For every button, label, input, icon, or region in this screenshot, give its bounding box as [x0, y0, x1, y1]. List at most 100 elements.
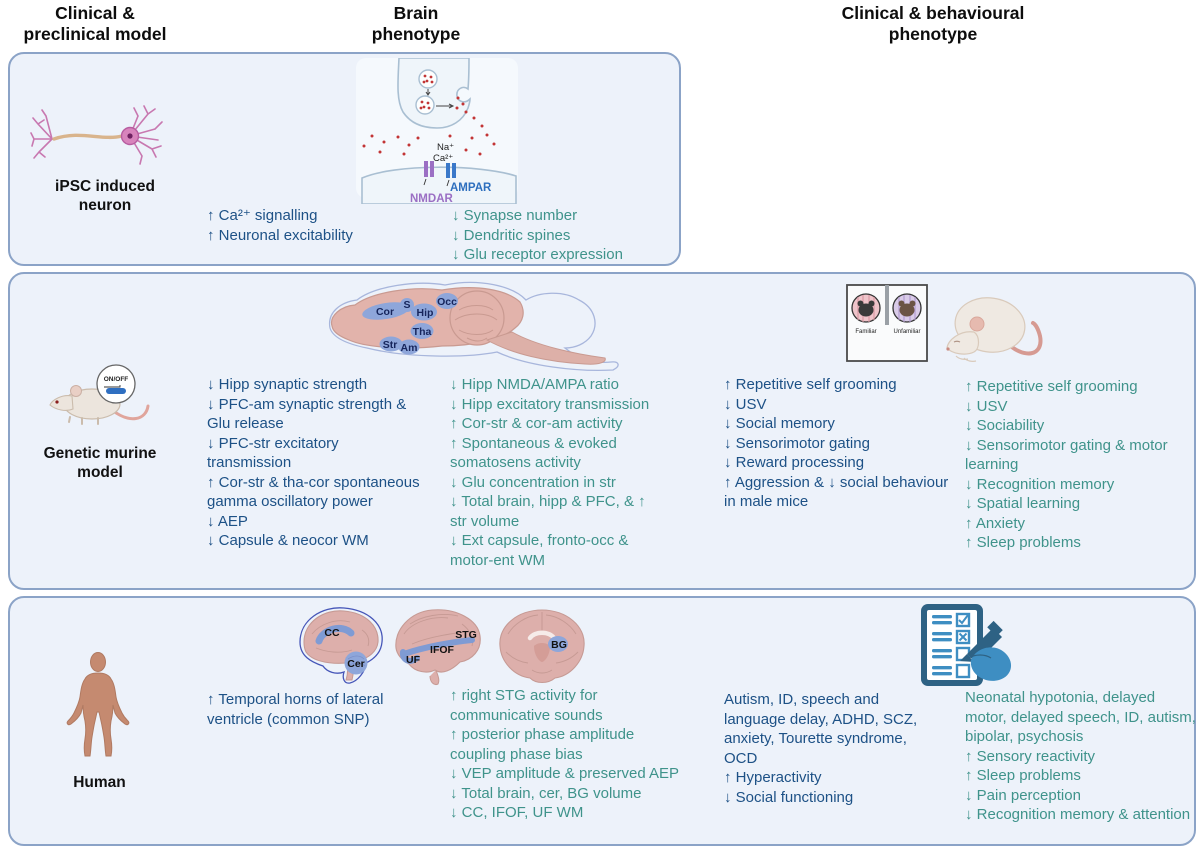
ampar-channel — [446, 163, 456, 187]
phenotype-item: ↓ Sensorimotor gating & motor learning — [965, 436, 1168, 474]
murine-brain-phenotypes-teal: ↓ Hipp NMDA/AMPA ratio↓ Hipp excitatory … — [450, 375, 662, 570]
svg-text:Am: Am — [401, 342, 418, 354]
sagittal-brain: CC Cer — [299, 607, 383, 684]
cc-label: CC — [324, 627, 340, 639]
brainstem — [485, 331, 606, 365]
phenotype-item: ↓ Recognition memory — [965, 475, 1115, 493]
coronal-brain: BG — [499, 609, 585, 684]
phenotype-item: ↓ Sociability — [965, 417, 1045, 434]
neurotransmitter-dots — [362, 96, 496, 156]
murine-behav-phenotypes-teal: ↑ Repetitive self grooming ↓ USV ↓ Sociabi… — [965, 377, 1170, 553]
on-off-label: ON/OFF — [104, 376, 129, 383]
svg-text:S: S — [403, 299, 410, 311]
model-label-ipsc: iPSC induced neuron — [55, 178, 155, 214]
phenotype-item: ↓ CC, IFOF, UF WM — [450, 804, 584, 821]
checkbox-empty — [955, 663, 971, 679]
phenotype-item: ↓ Capsule & neocor WM — [207, 532, 369, 549]
neuron-illustration — [30, 105, 163, 165]
phenotype-item: Neonatal hypotonia, delayed motor, delay… — [965, 689, 1196, 745]
social-memory-cage-illustration: Familiar Unfamiliar — [846, 284, 928, 362]
mouse-eye — [953, 340, 961, 343]
stg-label: STG — [455, 629, 477, 641]
phenotype-item: ↑ Anxiety — [965, 514, 1026, 532]
phenotype-item: ↑ Spontaneous & evoked somatosens activi… — [450, 434, 617, 472]
header-brain-phenotype: Brain phenotype — [371, 3, 461, 44]
phenotype-item: ↓ Recognition memory & attention — [965, 806, 1191, 823]
phenotype-item: ↑ Sensory reactivity — [965, 747, 1096, 765]
phenotype-item: ↑ Repetitive self grooming — [724, 376, 897, 393]
panel-human: CC Cer UF IFOF STG — [8, 596, 1196, 846]
clinical-checklist-illustration — [921, 604, 1012, 686]
phenotype-item: ↑ Sleep problems — [965, 534, 1081, 551]
phenotype-item: ↑ posterior phase amplitude coupling pha… — [450, 726, 635, 763]
mouse-eye — [55, 400, 59, 404]
phenotype-item: ↑ Cor-str & cor-am activity — [450, 415, 623, 432]
phenotype-item: ↓ USV — [965, 397, 1008, 415]
unfamiliar-cage: Unfamiliar — [892, 293, 922, 335]
phenotype-item: ↓ Pain perception — [965, 786, 1081, 804]
phenotype-item: ↓ Glu receptor expression — [452, 246, 623, 263]
phenotype-item: ↓ Reward processing — [724, 454, 865, 471]
grooming-mouse-illustration — [946, 297, 1043, 362]
mouse-ear — [969, 316, 985, 332]
murine-behav-phenotypes-blue: ↑ Repetitive self grooming↓ USV↓ Social … — [724, 375, 949, 512]
ca-label: Ca²⁺ — [433, 153, 453, 164]
phenotype-item: ↓ Social memory — [724, 415, 835, 432]
nucleus — [127, 133, 133, 139]
phenotype-item: ↑ Cor-str & tha-cor spontaneous gamma os… — [207, 473, 420, 511]
murine-brain-phenotypes-blue: ↓ Hipp synaptic strength↓ PFC-am synapti… — [207, 375, 425, 551]
mouse-head — [946, 331, 980, 355]
phenotype-item: ↓ Total brain, cer, BG volume — [450, 784, 642, 802]
human-brain-phenotypes-blue: ↑ Temporal horns of lateral ventricle (c… — [207, 690, 432, 729]
mouse-tail — [1004, 321, 1043, 356]
phenotype-item: ↓ Hipp NMDA/AMPA ratio — [450, 376, 619, 393]
phenotype-item: ↓ Spatial learning — [965, 495, 1081, 512]
ampar-label: AMPAR — [450, 182, 492, 194]
human-silhouette — [66, 652, 130, 757]
phenotype-item: ↑ Repetitive self grooming — [965, 378, 1138, 395]
mouse-nose — [946, 347, 950, 351]
mouse-paws — [955, 355, 977, 362]
header-clinical-behavioural-phenotype: Clinical & behavioural phenotype — [841, 3, 1025, 44]
panel-ipsc-neuron: iPSC induced neuron — [8, 52, 681, 266]
phenotype-item: ↑ right STG activity for communicative s… — [450, 687, 603, 724]
nmdar-label: NMDAR — [410, 193, 453, 204]
ventricles — [527, 630, 557, 641]
lateral-brain: UF IFOF STG — [395, 609, 481, 685]
model-label-human: Human — [73, 774, 126, 791]
nmdar-channel — [423, 161, 434, 186]
mouse-ear — [70, 385, 82, 397]
midbrain — [534, 643, 550, 662]
svg-text:Tha: Tha — [413, 326, 432, 338]
ifof-label: IFOF — [430, 644, 454, 656]
phenotype-item: ↓ Synapse number — [452, 207, 578, 224]
phenotype-item: ↓ Sensorimotor gating — [724, 434, 870, 452]
uf-tract — [399, 649, 420, 664]
phenotype-item: ↓ Glu concentration in str — [450, 473, 616, 491]
brain-regions-highlight — [362, 293, 458, 355]
cc-tract — [315, 624, 355, 645]
brain-region-labels: Cor S Hip Occ Tha Str Am — [376, 296, 457, 354]
human-behav-phenotypes-teal: Neonatal hypotonia, delayed motor, delay… — [965, 688, 1197, 825]
synaptic-vesicles — [415, 69, 455, 115]
ipsc-brain-phenotypes-blue: ↑ Ca²⁺ signalling↑ Neuronal excitability — [207, 206, 427, 245]
unfamiliar-label: Unfamiliar — [893, 329, 920, 335]
svg-text:Str: Str — [383, 339, 398, 351]
cross-mark — [958, 632, 968, 642]
header-clinical-preclinical-model: Clinical & preclinical model — [23, 3, 167, 44]
uf-label: UF — [406, 654, 421, 666]
phenotype-item: ↓ Hipp synaptic strength — [207, 376, 368, 393]
phenotype-item: ↓ PFC-str excitatory transmission — [207, 434, 339, 472]
on-off-switch-badge: ON/OFF — [96, 364, 136, 404]
human-brain-phenotypes-teal: ↑ right STG activity for communicative s… — [450, 686, 685, 823]
ifof-tract — [401, 637, 475, 657]
svg-text:Hip: Hip — [417, 307, 434, 319]
svg-text:Occ: Occ — [437, 296, 457, 308]
phenotype-item: ↓ VEP amplitude & preserved AEP — [450, 765, 680, 782]
model-label-murine: Genetic murine model — [43, 445, 157, 481]
phenotype-item: ↓ AEP — [207, 512, 248, 530]
phenotype-item: ↑ Temporal horns of lateral ventricle (c… — [207, 691, 384, 728]
mouse-tail — [110, 404, 150, 421]
phenotype-item: ↓ Total brain, hipp & PFC, & ↑ str volum… — [450, 493, 646, 530]
